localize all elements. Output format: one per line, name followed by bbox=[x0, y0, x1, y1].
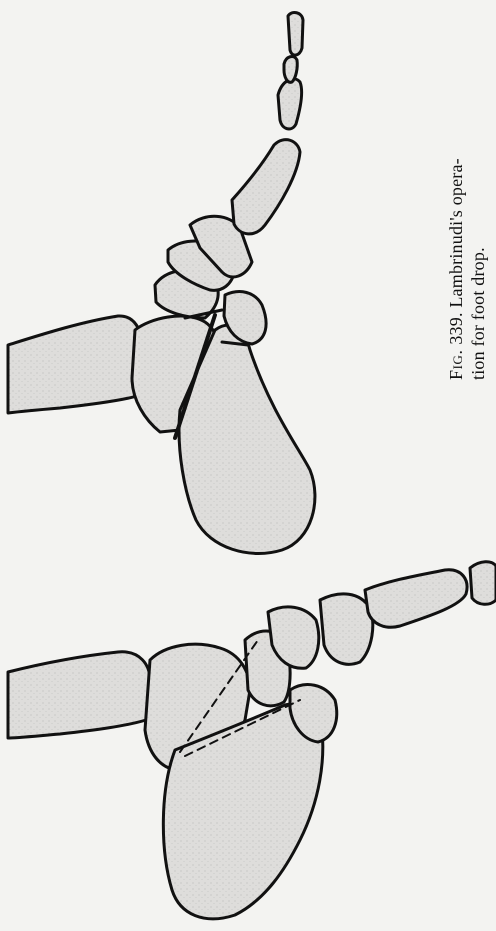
upper-tibia bbox=[8, 316, 142, 413]
caption-line-1: Fig. 339. Lambrinudi's opera- bbox=[445, 80, 467, 380]
caption-line-2: tion for foot drop. bbox=[467, 80, 489, 380]
figure-number: 339. bbox=[446, 312, 466, 344]
upper-phalanx-proximal bbox=[278, 79, 302, 129]
figure-caption: Fig. 339. Lambrinudi's opera- tion for f… bbox=[445, 80, 489, 380]
upper-phalanx-distal bbox=[288, 13, 303, 56]
lower-foot-drawing bbox=[8, 562, 496, 919]
lower-tibia bbox=[8, 652, 150, 738]
upper-phalanx-middle bbox=[284, 57, 297, 83]
lower-metatarsal-1 bbox=[320, 594, 373, 664]
upper-metatarsal-shaft bbox=[232, 140, 300, 234]
caption-title-line1: Lambrinudi's opera- bbox=[446, 158, 466, 308]
lower-phalanx bbox=[470, 562, 496, 605]
upper-foot-drawing bbox=[8, 13, 315, 554]
figure-label: Fig. bbox=[446, 349, 466, 380]
lower-metatarsal-2 bbox=[365, 570, 467, 627]
